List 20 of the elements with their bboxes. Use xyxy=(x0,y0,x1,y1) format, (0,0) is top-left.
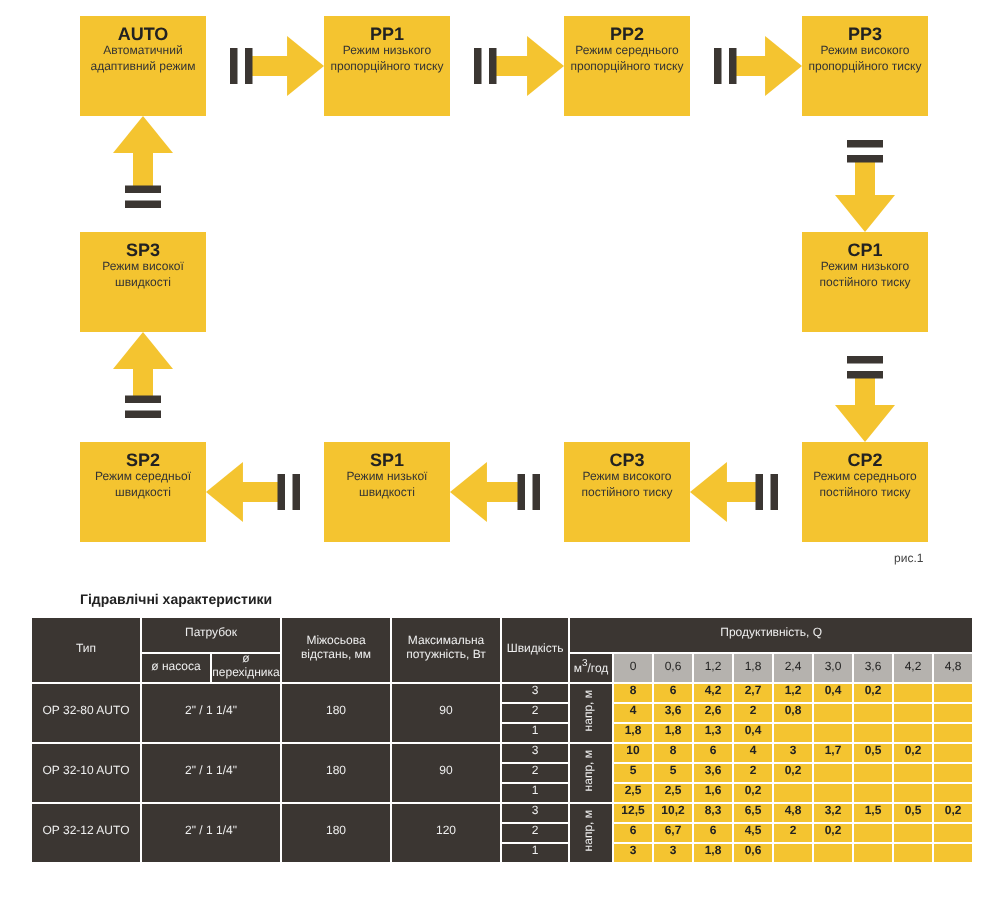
mode-code: SP2 xyxy=(125,450,160,470)
mode-box xyxy=(802,442,928,542)
mode-box xyxy=(80,232,206,332)
mode-box xyxy=(802,232,928,332)
mode-code: CP2 xyxy=(847,450,883,470)
mode-code: PP3 xyxy=(847,24,882,44)
mode-box xyxy=(564,16,690,116)
mode-box xyxy=(324,16,450,116)
mode-code: SP1 xyxy=(369,450,404,470)
mode-box xyxy=(802,16,928,116)
mode-code: CP3 xyxy=(609,450,645,470)
mode-code: AUTO xyxy=(117,24,169,44)
mode-box xyxy=(80,442,206,542)
mode-box xyxy=(80,16,206,116)
mode-box xyxy=(564,442,690,542)
mode-code: SP3 xyxy=(125,240,160,260)
mode-code: PP2 xyxy=(609,24,644,44)
mode-code: CP1 xyxy=(847,240,883,260)
mode-box xyxy=(324,442,450,542)
mode-code: PP1 xyxy=(369,24,404,44)
